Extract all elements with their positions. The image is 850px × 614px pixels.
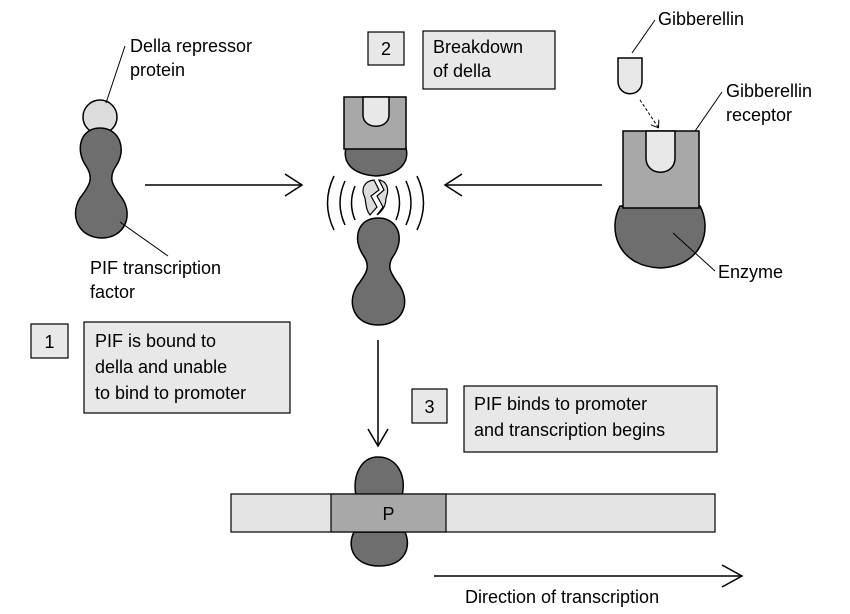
arrow-right-to-center (443, 173, 602, 197)
step-2-number: 2 (381, 39, 391, 59)
label-della-repressor-line1: Della repressor (130, 36, 252, 56)
step-2-text-box (422, 30, 556, 90)
broken-della-left (362, 179, 380, 216)
della-pif-complex (74, 99, 128, 239)
center-gibberellin (362, 96, 390, 127)
step-3-text-line2: and transcription begins (474, 420, 665, 440)
leader-gibberellin (631, 19, 656, 54)
della-breakdown (326, 175, 425, 231)
center-enzyme (344, 147, 408, 177)
arrow-down-to-promoter (367, 340, 389, 448)
enzyme (614, 205, 706, 269)
label-enzyme: Enzyme (718, 262, 783, 282)
step-2-text-line2: of della (433, 61, 492, 81)
label-direction-of-transcription: Direction of transcription (465, 587, 659, 607)
bound-pif-top (354, 456, 404, 497)
label-receptor-line2: receptor (726, 105, 792, 125)
promoter-label: P (382, 504, 394, 524)
released-pif-transcription-factor (351, 217, 406, 326)
step-1-text-box (83, 321, 291, 414)
label-della-repressor-line2: protein (130, 60, 185, 80)
vibration-arc (339, 180, 346, 226)
label-pif-line1: PIF transcription (90, 258, 221, 278)
step-3-number-box (411, 388, 448, 424)
vibration-arc (416, 175, 425, 231)
step-3-text-line1: PIF binds to promoter (474, 394, 647, 414)
step-1-text-line1: PIF is bound to (95, 331, 216, 351)
step-2-text-line1: Breakdown (433, 37, 523, 57)
dna-strand (230, 493, 716, 533)
bound-gibberellin (645, 130, 676, 173)
binding-arrow (639, 99, 658, 127)
leader-pif (119, 221, 169, 257)
label-pif-line2: factor (90, 282, 135, 302)
broken-della-right (376, 179, 389, 216)
leader-enzyme (672, 232, 716, 272)
step-1-text-line2: della and unable (95, 357, 227, 377)
step-2-number-box (367, 31, 405, 66)
pif-transcription-factor (74, 127, 128, 239)
step-1-number: 1 (44, 332, 54, 352)
vibration-arc (350, 185, 356, 221)
activated-receptor-complex (343, 96, 408, 177)
gibberellin-receptor-complex (614, 130, 706, 269)
vibration-arc (326, 175, 335, 231)
step-3-number: 3 (424, 397, 434, 417)
bound-pif-bottom (350, 531, 409, 567)
free-gibberellin (617, 57, 643, 95)
leader-della (105, 45, 126, 104)
dna-with-promoter: P (230, 456, 716, 567)
label-gibberellin: Gibberellin (658, 9, 744, 29)
transcription-direction-arrow (434, 564, 744, 588)
vibration-arc (405, 180, 412, 226)
vibration-arc (395, 185, 401, 221)
step-1-text-line3: to bind to promoter (95, 383, 246, 403)
label-receptor-line1: Gibberellin (726, 81, 812, 101)
step-1-number-box (30, 323, 69, 359)
promoter-region (330, 493, 447, 533)
leader-receptor (692, 91, 723, 135)
step-3-text-box (463, 385, 718, 453)
arrow-left-to-center (145, 173, 304, 197)
